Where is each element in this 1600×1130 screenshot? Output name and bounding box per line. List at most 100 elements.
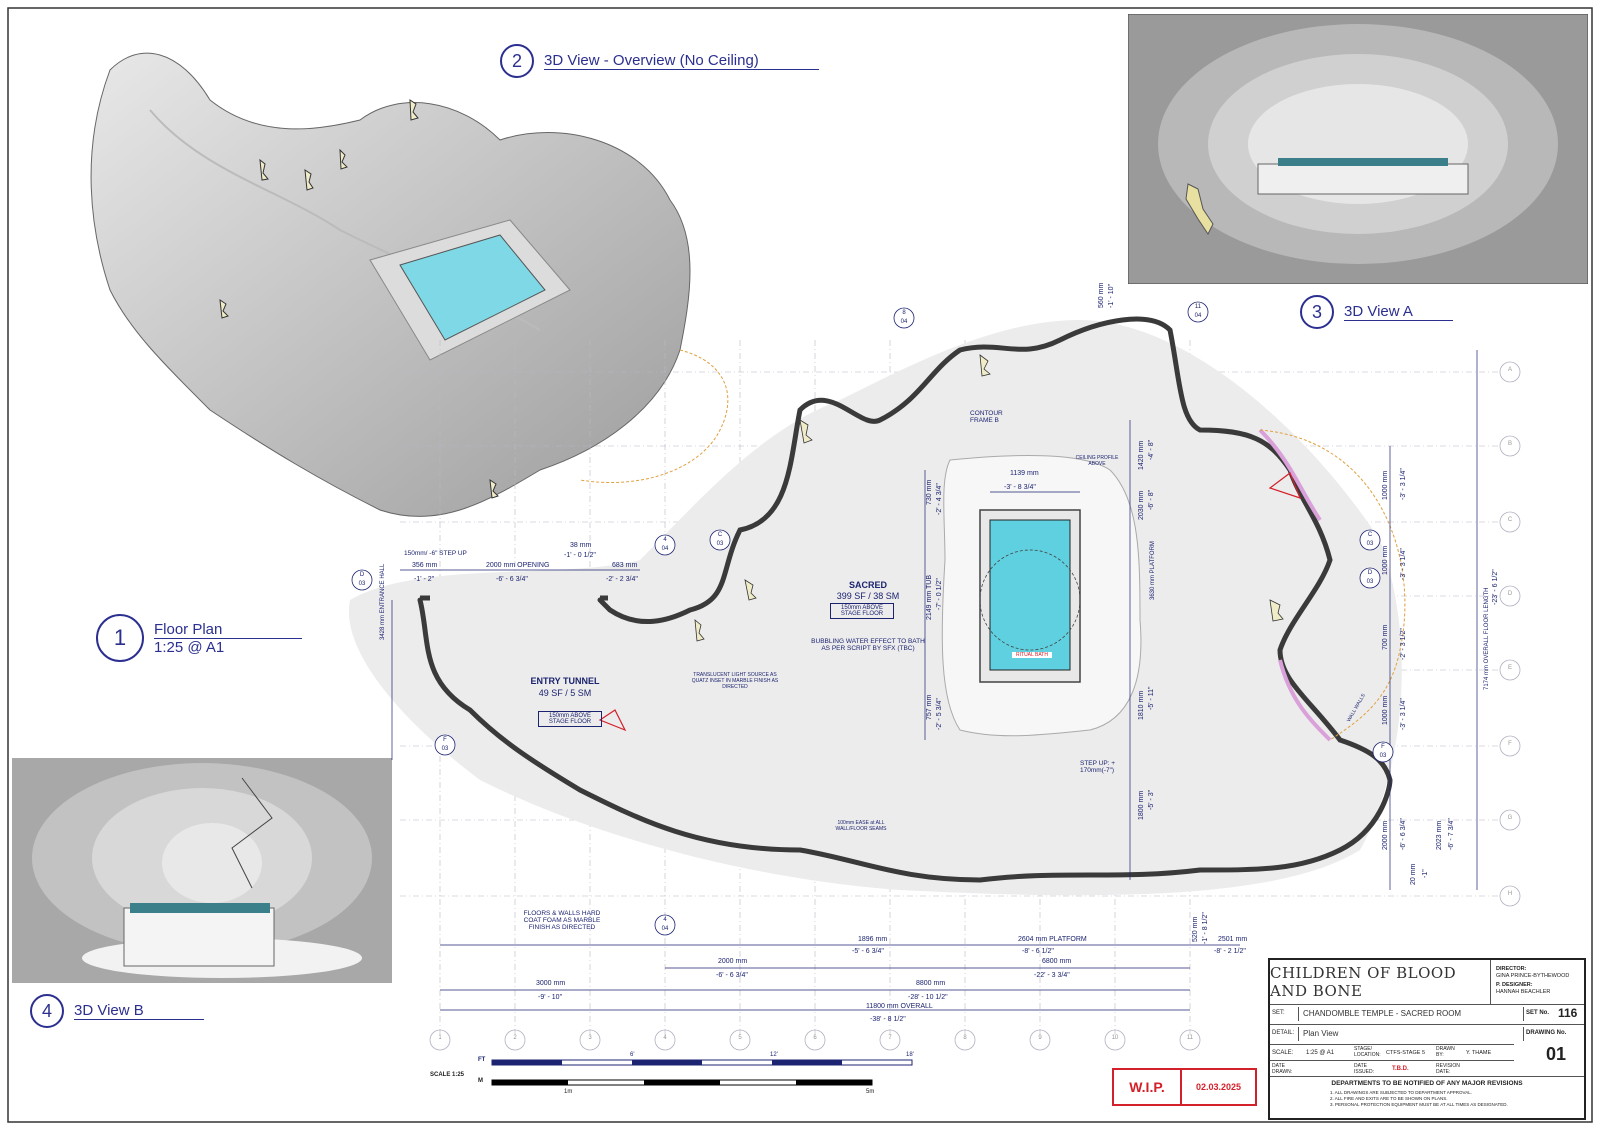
grid-col-label: 2 — [513, 1035, 517, 1041]
section-marker-sheet: 04 — [661, 926, 669, 932]
drawn-value: Y. THAME — [1466, 1050, 1492, 1056]
dim-far-right-imp: -6' - 6 3/4" — [1400, 818, 1407, 850]
section-marker-label: D — [359, 572, 365, 578]
drawn-label: DRAWN BY: — [1436, 1046, 1455, 1058]
dim-bottom-mm: 3000 mm — [536, 980, 566, 987]
overview-3d-render — [90, 52, 729, 517]
annotation-ritual-bath: RITUAL BATH — [1012, 652, 1052, 658]
view-title-text: 3D View A — [1344, 303, 1453, 321]
dim-far-right-imp: -3' - 3 1/4" — [1400, 468, 1407, 500]
room-note-entry: 150mm ABOVE STAGE FLOOR — [538, 711, 602, 727]
grid-col-label: 9 — [1038, 1035, 1042, 1041]
dim-far-right-mm: 1000 mm — [1382, 470, 1389, 500]
dim-far-right-imp: -3' - 3 1/4" — [1400, 548, 1407, 580]
view-number-badge: 2 — [500, 44, 534, 78]
dim-tub-height-imp: -7' - 0 1/2" — [936, 578, 943, 610]
dim-right-small-mm: 520 mm — [1192, 916, 1199, 942]
dim-right-mm: 1810 mm — [1138, 690, 1145, 720]
dim-right-mm: 2030 mm — [1138, 490, 1145, 520]
scale-bar-tick: 1m — [564, 1089, 573, 1095]
section-marker-sheet: 04 — [1194, 313, 1202, 319]
section-marker-sheet: 04 — [661, 546, 669, 552]
dim-opening-mm: 2000 mm OPENING — [486, 562, 550, 569]
dim-far-right-mm: 2000 mm — [1382, 820, 1389, 850]
dim-tub-width-imp: -3' - 8 3/4" — [1004, 484, 1036, 491]
dim-bottom-imp: -8' - 2 1/2" — [1214, 948, 1246, 955]
section-marker-label: 8 — [902, 310, 906, 316]
stage-label: STAGE/ LOCATION: — [1354, 1046, 1381, 1058]
view-number-badge: 1 — [96, 614, 144, 662]
scale-bar-label: SCALE 1:25 — [430, 1072, 465, 1078]
grid-col-label: 1 — [438, 1035, 442, 1041]
dim-right-small-mm: 560 mm — [1098, 282, 1105, 308]
section-marker-label: 11 — [1194, 304, 1202, 310]
grid-row-label: A — [1507, 367, 1512, 373]
dim-right-small-imp: -1' - 10" — [1108, 283, 1115, 308]
dim-top-imp: -1' - 0 1/2" — [564, 552, 596, 559]
cave-wall — [417, 316, 1393, 883]
grid-col-label: 7 — [888, 1035, 892, 1041]
grid-col-label: 6 — [813, 1035, 817, 1041]
notice-text: DEPARTMENTS TO BE NOTIFIED OF ANY MAJOR … — [1331, 1080, 1523, 1087]
note-line: 2. ALL FIRE AND EXITS ARE TO BE SHOWN ON… — [1330, 1096, 1448, 1101]
dim-far-right-mm: 700 mm — [1382, 624, 1389, 650]
dim-right-imp: -5' - 11" — [1148, 686, 1155, 710]
dim-right-imp: -4' - 8" — [1148, 439, 1155, 460]
room-area-entry: 49 SF / 5 SM — [538, 688, 592, 698]
section-marker-b — [1268, 472, 1302, 499]
grid-row-label: D — [1507, 591, 1513, 597]
dim-right-mm: 1800 mm — [1138, 790, 1145, 820]
dim-far-right-imp: -3' - 3 1/4" — [1400, 698, 1407, 730]
view-title-a: 3 3D View A — [1300, 295, 1453, 329]
section-marker-sheet: 03 — [716, 541, 724, 547]
dim-far-right-mm: 20 mm — [1410, 863, 1417, 885]
wip-status: W.I.P. — [1114, 1070, 1182, 1104]
section-marker-sheet: 03 — [1379, 753, 1387, 759]
set-no: 116 — [1558, 1006, 1578, 1020]
dim-right-small-imp: -6' - 7 3/4" — [1448, 818, 1455, 850]
detail-name: Plan View — [1298, 1027, 1524, 1041]
room-area-sacred: 399 SF / 38 SM — [836, 591, 900, 601]
annotation-ease: 100mm EASE at ALL WALL/FLOOR SEAMS — [835, 820, 887, 832]
view-title-text: 3D View B — [74, 1002, 204, 1020]
grid-col-label: 3 — [588, 1035, 592, 1041]
scale-bar — [491, 1059, 913, 1086]
production-logo: CHILDREN OF BLOOD AND BONE — [1270, 960, 1491, 1004]
grid-col-label: 10 — [1111, 1035, 1119, 1041]
dim-far-right-mm: 1000 mm — [1382, 695, 1389, 725]
section-marker-sheet: 03 — [1366, 541, 1374, 547]
set-no-label: SET No. — [1526, 1010, 1550, 1016]
issued-value: T.B.D. — [1392, 1066, 1409, 1072]
dim-right-mm: 1420 mm — [1138, 440, 1145, 470]
wip-date: 02.03.2025 — [1195, 1082, 1242, 1092]
dim-tub-left-imp: -2' - 4 3/4" — [936, 483, 943, 515]
scale-bar-tick: 6' — [630, 1052, 635, 1058]
annotation-step-up-top: 150mm/ -6" STEP UP — [404, 550, 467, 557]
grid-row-label: E — [1507, 665, 1512, 671]
annotation-ceiling-profile: CEILING PROFILE ABOVE — [1075, 455, 1119, 467]
section-marker-label: C — [717, 532, 723, 538]
scale-bar-tick: 18' — [906, 1052, 914, 1058]
section-marker-sheet: 03 — [441, 746, 449, 752]
dim-overall-imp: -38' - 8 1/2" — [870, 1016, 906, 1023]
grid-col-label: 5 — [738, 1035, 742, 1041]
view-scale-text: 1:25 @ A1 — [154, 638, 225, 656]
section-marker-sheet: 03 — [358, 581, 366, 587]
annotation-floors-walls: FLOORS & WALLS HARD COAT FOAM AS MARBLE … — [523, 910, 601, 931]
dim-bottom-imp: -8' - 6 1/2" — [1022, 948, 1054, 955]
room-name-entry: ENTRY TUNNEL — [530, 676, 600, 686]
section-marker-a — [598, 709, 627, 732]
dim-right-small-imp: -1' - 8 1/2" — [1202, 912, 1209, 944]
dim-bottom-mm: 2604 mm PLATFORM — [1018, 936, 1087, 943]
director-label: DIRECTOR: — [1496, 966, 1527, 972]
dim-bottom-imp: -22' - 3 3/4" — [1034, 972, 1070, 979]
scale-label: SCALE: — [1272, 1050, 1294, 1056]
dim-bottom-mm: 2501 mm — [1218, 936, 1248, 943]
view-a-render — [1128, 14, 1588, 284]
view-number-badge: 3 — [1300, 295, 1334, 329]
dim-right-imp: -6' - 8" — [1148, 489, 1155, 510]
dim-right-imp: -5' - 3" — [1148, 789, 1155, 810]
grid-row-label: H — [1507, 891, 1513, 897]
